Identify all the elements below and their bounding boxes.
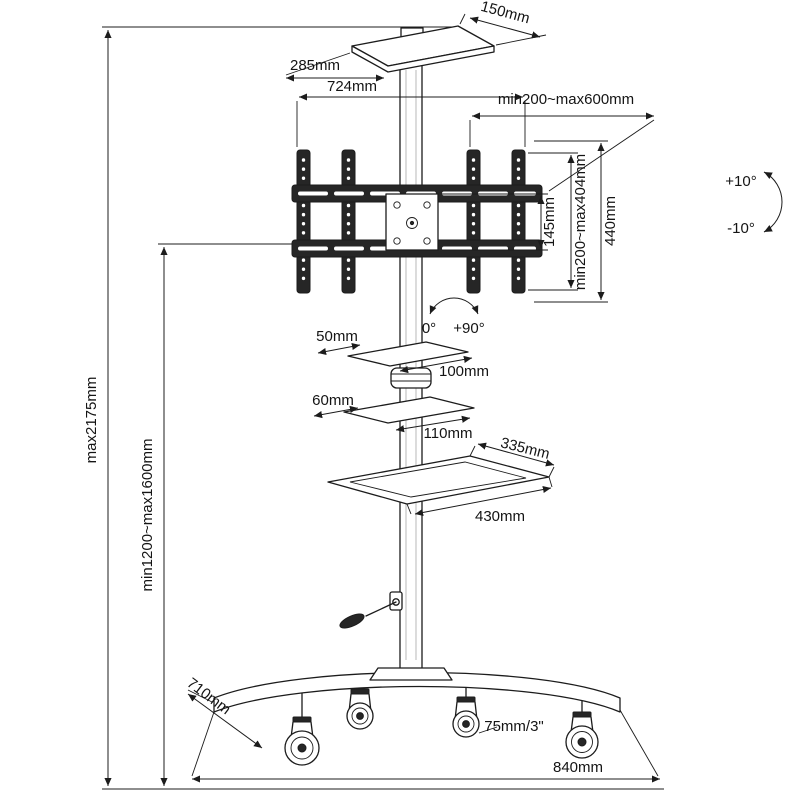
- dim-label-column-height: min1200~max1600mm: [139, 439, 156, 592]
- dim-label-shelf2-depth: 60mm: [312, 392, 354, 409]
- tilt-annotation: +10° -10°: [725, 171, 783, 237]
- base-platform: [213, 667, 621, 713]
- dim-label-shelf2-width: 110mm: [424, 425, 473, 442]
- dim-label-av-shelf-depth: 335mm: [499, 434, 552, 463]
- dim-label-caster-size: 75mm/3": [484, 718, 544, 735]
- shelf-bracket-1: 50mm 100mm: [316, 328, 489, 380]
- dim-label-shelf1-width: 100mm: [439, 363, 489, 380]
- base-width-dimension: 840mm: [191, 709, 660, 783]
- dim-label-vesa-height: min200~max404mm: [572, 154, 589, 290]
- dim-label-top-shelf-depth: 150mm: [479, 0, 532, 27]
- height-lock-collar: [390, 367, 432, 389]
- caster-rear-left: [346, 683, 374, 730]
- bracket-height-dimension: 440mm: [534, 140, 619, 303]
- av-shelf: 335mm 430mm: [327, 434, 555, 525]
- dim-label-overall-height: max2175mm: [83, 377, 100, 464]
- tv-mounting-bracket: [291, 149, 543, 294]
- top-camera-shelf: [351, 25, 495, 73]
- dim-label-bracket-width: 724mm: [327, 78, 377, 95]
- overall-height-dimension: max2175mm: [83, 26, 664, 790]
- swivel-min-label: 0°: [422, 320, 436, 337]
- caster-front-right: [565, 698, 599, 759]
- dim-label-av-shelf-width: 430mm: [475, 508, 525, 525]
- vesa-strip-outer-left: [296, 149, 311, 294]
- dim-label-bracket-height: 440mm: [602, 196, 619, 246]
- base-depth-dimension: 710mm: [184, 675, 263, 749]
- tilt-down-label: -10°: [727, 220, 755, 237]
- dim-label-top-shelf-width: 285mm: [290, 57, 340, 74]
- dim-label-vesa-width: min200~max600mm: [498, 91, 634, 108]
- top-shelf-width-dimension: 285mm: [285, 52, 384, 82]
- column-base-mount: [369, 667, 453, 681]
- plate-height-dimension: 145mm: [442, 193, 558, 251]
- dim-label-base-width: 840mm: [553, 759, 603, 776]
- shelf-bracket-2: 60mm 110mm: [312, 392, 475, 442]
- bracket-width-dimension: 724mm: [296, 78, 526, 147]
- vesa-strip-inner-left: [341, 149, 356, 294]
- vesa-strip-inner-right: [466, 149, 481, 294]
- vesa-strip-outer-right: [511, 149, 526, 294]
- swivel-max-label: +90°: [453, 320, 484, 337]
- dim-label-shelf1-depth: 50mm: [316, 328, 358, 345]
- caster-size-annotation: 75mm/3": [478, 718, 544, 735]
- vesa-height-dimension: min200~max404mm: [528, 152, 589, 291]
- dim-label-plate-height: 145mm: [541, 197, 558, 247]
- tilt-up-label: +10°: [725, 173, 756, 190]
- swivel-annotation: 0° +90°: [422, 297, 485, 337]
- crank-handle: [339, 591, 403, 629]
- column-height-dimension: min1200~max1600mm: [139, 243, 300, 786]
- caster-rear-right: [452, 685, 480, 738]
- caster-front-left: [284, 691, 320, 766]
